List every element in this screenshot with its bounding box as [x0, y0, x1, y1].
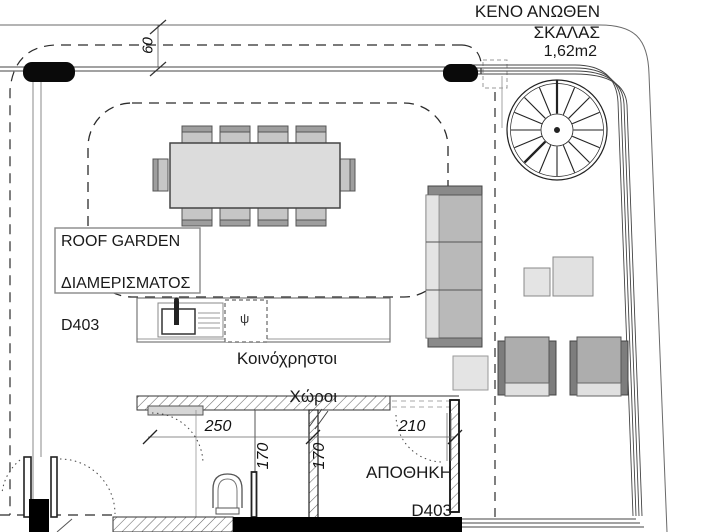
- common-areas-line1: Κοινόχρηστοι: [236, 349, 337, 368]
- sink-icon: [157, 297, 224, 338]
- wall-right: [449, 399, 460, 513]
- spiral-staircase-icon: [506, 79, 608, 181]
- toilet-icon: [212, 473, 243, 515]
- storage-label-line2: D403: [411, 501, 452, 520]
- dimension-wall-offset: 60: [139, 37, 157, 54]
- armchairs: [497, 336, 629, 397]
- shelf: [147, 405, 204, 416]
- column-icon: [23, 62, 478, 82]
- door-post: [250, 471, 258, 518]
- storage-room-label: ΑΠΟΘΗΚΗ D403: [366, 463, 452, 520]
- roof-garden-label-box: [54, 227, 201, 294]
- wall-block: [29, 499, 49, 532]
- wall-bottom-hatched: [112, 516, 234, 532]
- stair-enclosure-wall: [462, 64, 644, 528]
- roof-garden-label: ROOF GARDEN ΔΙΑΜΕΡΙΣΜΑΤΟΣ D403: [61, 231, 190, 336]
- roof-garden-label-line3: D403: [61, 317, 100, 334]
- storage-label-line1: ΑΠΟΘΗΚΗ: [366, 463, 452, 482]
- roof-garden-label-line2: ΔΙΑΜΕΡΙΣΜΑΤΟΣ: [61, 275, 191, 292]
- door-post-left: [23, 456, 32, 518]
- dimension-storage-depth: 170: [311, 442, 328, 470]
- door-post-left2: [50, 456, 58, 518]
- site-boundary: [0, 24, 668, 532]
- dimension-60: [149, 19, 167, 77]
- roof-garden-label-line1: ROOF GARDEN: [61, 233, 181, 250]
- dimension-wc-depth: 170: [255, 442, 272, 470]
- common-areas-line2: Χώροι: [289, 387, 337, 406]
- stairs-area-value: 1,62m2: [543, 43, 597, 60]
- appliance-zone: [224, 299, 268, 343]
- appliance-symbol: ψ: [240, 311, 250, 326]
- void-above-stairs-label: ΚΕΝΟ ΑΝΩΘΕΝ: [474, 2, 600, 21]
- kitchen-counter: [136, 297, 391, 343]
- door-swings: [1, 412, 444, 515]
- common-areas-label: Κοινόχρηστοι Χώροι: [237, 349, 337, 406]
- dimension-wc-width: 250: [204, 418, 232, 435]
- dining-set: [152, 125, 356, 227]
- side-tables: [452, 256, 594, 391]
- lower-rooms: [1, 395, 463, 532]
- stairs-label: ΣΚΑΛΑΣ: [533, 23, 600, 42]
- wall-bottom-black: [233, 517, 462, 532]
- perimeter-wall: [0, 66, 445, 500]
- sofa: [425, 185, 483, 348]
- dimension-storage-width: 210: [398, 418, 426, 435]
